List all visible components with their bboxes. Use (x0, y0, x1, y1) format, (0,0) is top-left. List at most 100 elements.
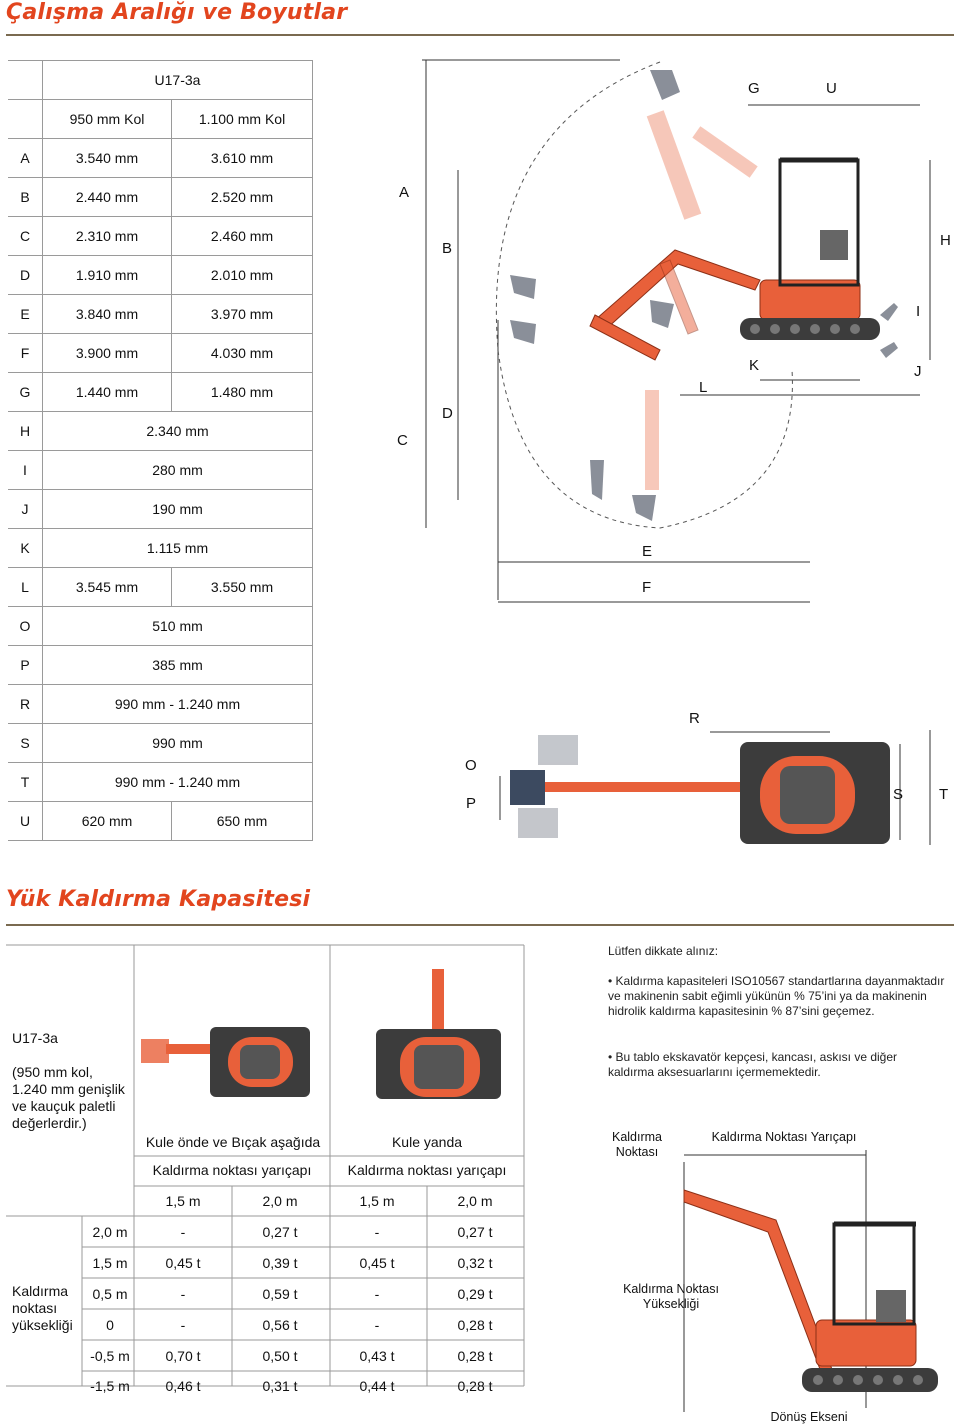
lift-machine (802, 1221, 938, 1392)
label-k: K (749, 357, 760, 374)
row-value: 510 mm (42, 606, 313, 646)
row-key: R (8, 684, 43, 724)
lift-diagram (683, 1150, 938, 1412)
radius-value: 1,5 m (165, 1193, 201, 1209)
table-corner (8, 60, 43, 100)
lift-capacity-cell: 0,39 t (262, 1255, 298, 1271)
row-key: H (8, 411, 43, 451)
model-header: U17-3a (42, 60, 313, 100)
top-view-diagram (499, 730, 931, 845)
row-value: 990 mm - 1.240 mm (42, 762, 313, 802)
blank-cell (8, 99, 43, 139)
label-a: A (399, 184, 410, 201)
row-value-1100: 2.010 mm (171, 255, 313, 295)
working-range-diagram (422, 59, 931, 603)
arm-top (545, 782, 745, 792)
row-value: 990 mm - 1.240 mm (42, 684, 313, 724)
label-j: J (914, 363, 922, 380)
row-key: O (8, 606, 43, 646)
row-key: I (8, 450, 43, 490)
lift-height-value: -0,5 m (90, 1348, 130, 1364)
reach-arc (495, 61, 793, 529)
lift-capacity-cell: 0,50 t (262, 1348, 298, 1364)
lift-capacity-cell: 0,32 t (457, 1255, 493, 1271)
row-key: A (8, 138, 43, 178)
radius-value: 2,0 m (457, 1193, 493, 1209)
lift-capacity-cell: 0,44 t (359, 1378, 395, 1394)
height-label: Kaldırma noktası yüksekliği (12, 1283, 73, 1333)
row-value-950: 1.910 mm (42, 255, 172, 295)
row-value-950: 3.840 mm (42, 294, 172, 334)
row-value-1100: 4.030 mm (171, 333, 313, 373)
label-d: D (442, 405, 453, 422)
lift-capacity-cell: 0,28 t (457, 1317, 493, 1333)
lift-capacity-cell: 0,28 t (457, 1378, 493, 1394)
lift-height-value: 1,5 m (92, 1255, 128, 1271)
row-key: K (8, 528, 43, 568)
notes-heading: Lütfen dikkate alınız: (608, 944, 719, 958)
lift-height-value: -1,5 m (90, 1378, 130, 1394)
lift-capacity-cell: 0,46 t (165, 1378, 201, 1394)
label-g: G (748, 80, 760, 97)
lift-capacity-cell: 0,56 t (262, 1317, 298, 1333)
lift-model-note: (950 mm kol, 1.240 mm genişlik ve kauçuk… (12, 1064, 125, 1131)
lift-height-value: 2,0 m (92, 1224, 128, 1240)
lift-capacity-cell: 0,28 t (457, 1348, 493, 1364)
front-orientation-label: Kule önde ve Bıçak aşağıda (145, 1134, 321, 1150)
row-key: E (8, 294, 43, 334)
row-key: L (8, 567, 43, 607)
side-orientation-label: Kule yanda (391, 1134, 463, 1150)
lift-capacity-cell: 0,43 t (359, 1348, 395, 1364)
row-key: G (8, 372, 43, 412)
row-key: F (8, 333, 43, 373)
row-value-950: 2.310 mm (42, 216, 172, 256)
note-bullet-2: • Bu tablo ekskavatör kepçesi, kancası, … (608, 1050, 898, 1079)
radius-value: 2,0 m (262, 1193, 298, 1209)
radius-label-front: Kaldırma noktası yarıçapı (152, 1162, 312, 1178)
row-key: B (8, 177, 43, 217)
radius-label-side: Kaldırma noktası yarıçapı (347, 1162, 507, 1178)
col-header-1100: 1.100 mm Kol (171, 99, 313, 139)
lift-capacity-cell: - (374, 1286, 380, 1302)
label-r: R (689, 710, 700, 727)
row-value-950: 620 mm (42, 801, 172, 841)
row-key: C (8, 216, 43, 256)
lift-capacity-cell: - (180, 1224, 186, 1240)
row-key: T (8, 762, 43, 802)
lift-capacity-cell: 0,31 t (262, 1378, 298, 1394)
row-value: 280 mm (42, 450, 313, 490)
label-b: B (442, 240, 453, 257)
lift-capacity-cell: 0,27 t (457, 1224, 493, 1240)
row-value-1100: 2.520 mm (171, 177, 313, 217)
title-rule (6, 34, 954, 36)
row-value: 190 mm (42, 489, 313, 529)
side-orientation-icon (376, 969, 501, 1099)
label-o: O (465, 757, 477, 774)
lift-capacity-cell: - (180, 1317, 186, 1333)
lift-capacity-cell: 0,70 t (165, 1348, 201, 1364)
lift-rule (6, 924, 954, 926)
label-l: L (699, 379, 708, 396)
lift-capacity-cell: - (180, 1286, 186, 1302)
lift-radius-label: Kaldırma Noktası Yarıçapı (711, 1130, 857, 1144)
lift-point-label: Kaldırma Noktası (611, 1130, 663, 1159)
row-value-950: 3.540 mm (42, 138, 172, 178)
radius-value: 1,5 m (359, 1193, 395, 1209)
lift-capacity-cell: 0,27 t (262, 1224, 298, 1240)
row-key: D (8, 255, 43, 295)
